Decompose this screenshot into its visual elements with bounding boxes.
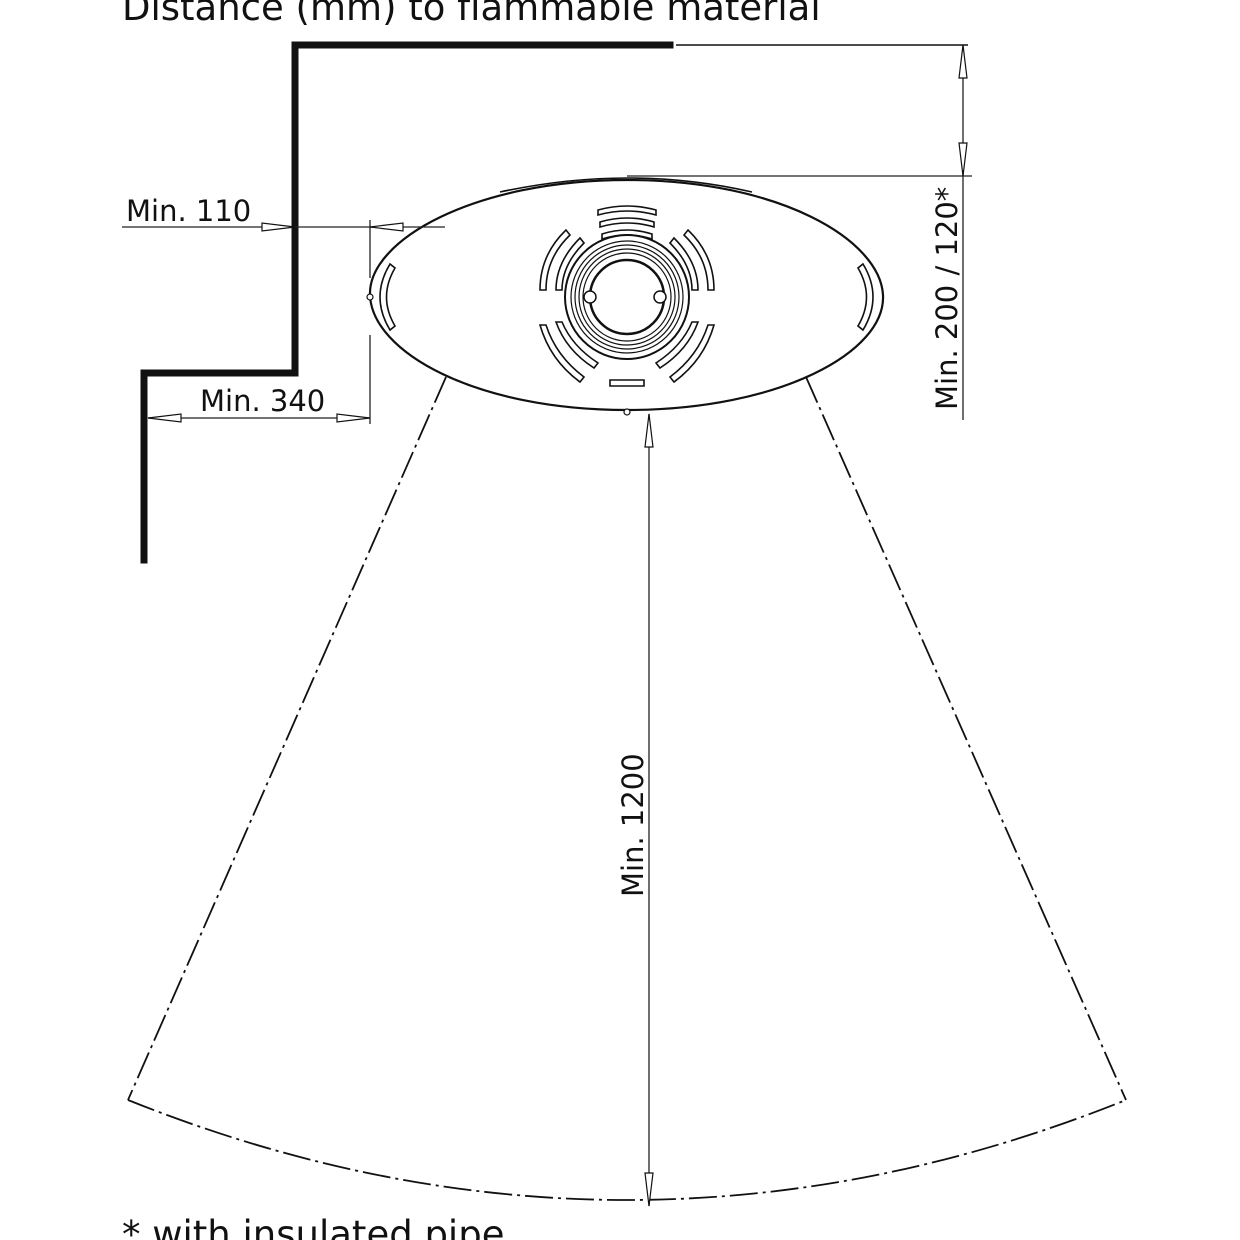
diagram-title: Distance (mm) to flammable material [122,0,821,29]
dimension-corner: Min. 340 [147,335,371,424]
dimension-front-label: Min. 1200 [616,753,650,897]
dimension-back-wall-label: Min. 200 / 120* [930,187,964,410]
wall-outline [140,41,674,564]
dimension-side-left: Min. 110 [122,194,445,278]
left-vent-slot [379,262,397,332]
radial-vent-slots [538,228,716,387]
right-vent-slot [856,262,874,332]
flue-collar [564,234,690,360]
dimension-front: Min. 1200 [616,413,654,1207]
dimension-back-wall: Min. 200 / 120* [627,44,972,420]
front-clearance-sector [127,376,1127,1201]
stove-body [366,177,885,416]
top-vent-slots [597,205,657,241]
footnote: * with insulated pipe [122,1213,504,1240]
dimension-side-left-label: Min. 110 [126,194,251,228]
dimension-corner-label: Min. 340 [200,384,325,418]
